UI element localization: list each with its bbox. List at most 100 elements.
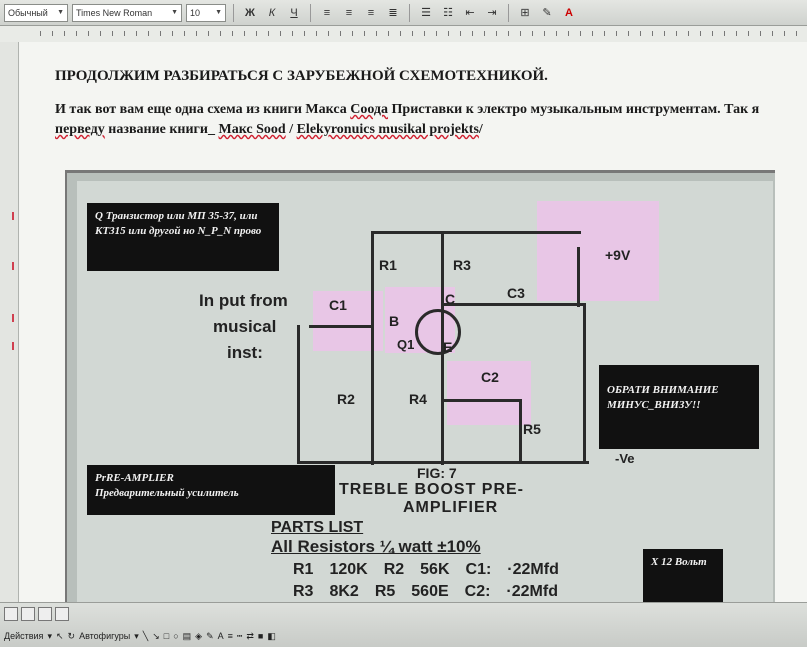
para-misspelled: Elekyronuics musikal projekts: [296, 122, 479, 137]
outdent-icon[interactable]: ⇤: [465, 7, 475, 19]
ruler-tick: [616, 31, 617, 36]
indent-icon[interactable]: ⇥: [487, 7, 497, 19]
ruler-tick: [112, 31, 113, 36]
borders-icon[interactable]: ⊞: [520, 7, 530, 19]
actions-menu[interactable]: Действия: [4, 631, 44, 641]
para-text: /: [285, 122, 297, 137]
arrow-icon[interactable]: ↘: [152, 630, 160, 641]
wire-r5: [519, 399, 522, 463]
label-base: B: [389, 313, 400, 329]
ruler-tick: [124, 31, 125, 36]
document-page[interactable]: ПРОДОЛЖИМ РАЗБИРАТЬСЯ С ЗАРУБЕЖНОЙ СХЕМО…: [19, 42, 807, 605]
part-cell: ·22Mfd: [507, 561, 559, 578]
ruler-tick: [160, 31, 161, 36]
part-cell: R3: [293, 583, 314, 600]
line-style-icon[interactable]: ≡: [227, 631, 233, 641]
para-misspelled: Соода: [350, 102, 389, 117]
label-c2: C2: [481, 369, 499, 385]
formatting-toolbar: Обычный ▼ Times New Roman ▼ 10 ▼ Ж К Ч ≡…: [0, 0, 807, 26]
normal-view-button[interactable]: [4, 607, 18, 621]
schematic-figure[interactable]: Q Транзистор или МП 35-37, или КТ315 или…: [65, 170, 775, 605]
style-combo[interactable]: Обычный ▼: [4, 3, 68, 22]
ruler-tick: [316, 31, 317, 36]
wire-collector: [443, 303, 585, 306]
draw-row: Действия ▾ ↖ ↻ Автофигуры ▾ ╲ ↘ □ ○ ▤ ◈ …: [0, 625, 807, 647]
wire-r1-r2: [371, 231, 374, 465]
dash-style-icon[interactable]: ┅: [236, 630, 243, 641]
rectangle-icon[interactable]: □: [163, 631, 170, 641]
oval-icon[interactable]: ○: [173, 631, 179, 641]
textbox-icon[interactable]: ▤: [182, 630, 192, 641]
ruler-tick: [772, 31, 773, 36]
highlight-icon[interactable]: ✎: [542, 7, 552, 19]
part-cell: R1: [293, 561, 314, 578]
3d-icon[interactable]: ◧: [267, 630, 276, 641]
size-combo[interactable]: 10 ▼: [186, 3, 226, 22]
line-icon[interactable]: ╲: [142, 630, 149, 641]
align-right-icon[interactable]: ≡: [367, 6, 375, 19]
note-preamp-title: PrRE-AMPLIER: [95, 472, 174, 484]
ruler-tick: [760, 31, 761, 36]
view-buttons: [4, 607, 69, 621]
label-title-1: TREBLE BOOST PRE-: [339, 481, 525, 498]
arrow-style-icon[interactable]: ⇄: [246, 630, 254, 641]
label-inst: inst:: [227, 343, 263, 362]
ruler-tick: [184, 31, 185, 36]
numbered-list-icon[interactable]: ☰: [421, 7, 431, 19]
label-r5: R5: [523, 421, 541, 437]
chevron-down-icon: ▾: [134, 630, 139, 641]
bold-button[interactable]: Ж: [245, 6, 255, 19]
wire-input-gnd: [297, 325, 300, 463]
italic-button[interactable]: К: [268, 6, 276, 19]
note-attention: ОБРАТИ ВНИМАНИЕ МИНУС_ВНИЗУ!!: [599, 365, 759, 449]
part-cell: C1:: [465, 561, 492, 578]
margin-marker: [12, 262, 14, 270]
ruler-tick: [748, 31, 749, 36]
ruler-tick: [304, 31, 305, 36]
font-value: Times New Roman: [76, 7, 153, 18]
ruler-tick: [640, 31, 641, 36]
font-combo[interactable]: Times New Roman ▼: [72, 3, 182, 22]
style-value: Обычный: [8, 7, 48, 18]
font-color-icon[interactable]: A: [217, 631, 224, 641]
ruler-tick: [532, 31, 533, 36]
chevron-down-icon: ▼: [171, 9, 178, 16]
part-cell: C2:: [464, 583, 491, 600]
line-color-icon[interactable]: ✎: [206, 630, 214, 641]
fill-color-icon[interactable]: ◈: [195, 630, 203, 641]
web-view-button[interactable]: [21, 607, 35, 621]
justify-icon[interactable]: ≣: [388, 7, 398, 19]
font-color-icon[interactable]: A: [565, 6, 573, 19]
part-cell: 560E: [411, 583, 449, 600]
autoshapes-menu[interactable]: Автофигуры: [79, 631, 131, 641]
ruler-tick: [796, 31, 797, 36]
note-volt: X 12 Вольт: [643, 549, 723, 605]
label-r3: R3: [453, 257, 471, 273]
label-minus: -Ve: [615, 451, 635, 466]
label-parts-list: PARTS LIST: [271, 519, 364, 536]
label-r2: R2: [337, 391, 355, 407]
parts-row-1: R1 120K R2 56K C1: ·22Mfd: [293, 561, 559, 579]
margin-marker: [12, 212, 14, 220]
underline-button[interactable]: Ч: [290, 6, 298, 19]
ruler-tick: [520, 31, 521, 36]
outline-view-button[interactable]: [55, 607, 69, 621]
ruler-tick: [196, 31, 197, 36]
highlight-power: [537, 201, 659, 301]
ruler-tick: [400, 31, 401, 36]
print-view-button[interactable]: [38, 607, 52, 621]
shadow-icon[interactable]: ■: [257, 631, 264, 641]
ruler-tick: [784, 31, 785, 36]
ruler-tick: [568, 31, 569, 36]
chevron-down-icon: ▼: [57, 9, 64, 16]
bullet-list-icon[interactable]: ☷: [443, 7, 453, 19]
ruler-tick: [472, 31, 473, 36]
ruler-tick: [232, 31, 233, 36]
select-objects-icon[interactable]: ↖: [55, 630, 64, 641]
wire-supply: [577, 247, 580, 307]
align-left-icon[interactable]: ≡: [323, 6, 331, 19]
align-center-icon[interactable]: ≡: [345, 6, 353, 19]
horizontal-ruler[interactable]: [0, 26, 807, 43]
para-text: Приставки к электро музыкальным инструме…: [388, 102, 760, 117]
rotate-icon[interactable]: ↻: [67, 630, 76, 641]
